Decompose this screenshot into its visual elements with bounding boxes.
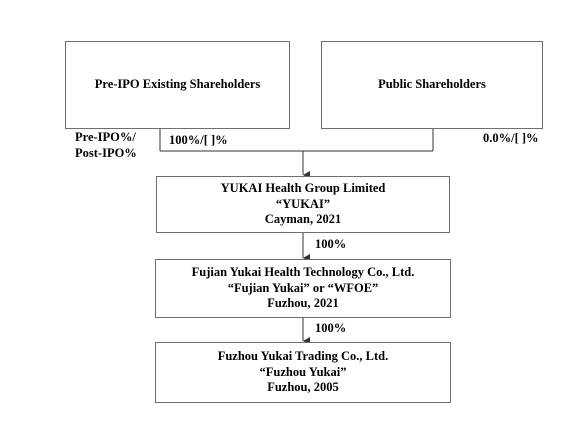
ownership-legend: Pre-IPO%/ Post-IPO% (75, 130, 137, 161)
entity-box-fujian-yukai: Fujian Yukai Health Technology Co., Ltd.… (155, 259, 451, 318)
legend-line-1: Pre-IPO%/ (75, 130, 136, 144)
entity-short-name: “Fuzhou Yukai” (259, 364, 347, 379)
entity-box-yukai: YUKAI Health Group Limited “YUKAI” Cayma… (156, 176, 450, 233)
link-percentage-1: 100% (315, 237, 347, 251)
link-percentage-2: 100% (315, 321, 347, 335)
entity-short-name: “Fujian Yukai” or “WFOE” (227, 280, 379, 295)
entity-name: Fuzhou Yukai Trading Co., Ltd. (217, 349, 389, 364)
public-shareholders-box: Public Shareholders (321, 41, 543, 129)
pre-ipo-shareholders-box: Pre-IPO Existing Shareholders (65, 41, 290, 129)
entity-box-fuzhou-yukai: Fuzhou Yukai Trading Co., Ltd. “Fuzhou Y… (155, 342, 451, 403)
entity-name: YUKAI Health Group Limited (220, 181, 386, 196)
pre-ipo-shareholders-label: Pre-IPO Existing Shareholders (94, 77, 261, 92)
entity-location: Fuzhou, 2005 (267, 380, 339, 395)
legend-line-2: Post-IPO% (75, 145, 137, 160)
entity-short-name: “YUKAI” (275, 196, 331, 211)
entity-name: Fujian Yukai Health Technology Co., Ltd. (191, 265, 415, 280)
entity-location: Cayman, 2021 (264, 212, 342, 227)
public-shareholders-label: Public Shareholders (378, 77, 486, 92)
public-percentage: 0.0%/[ ]% (483, 131, 539, 145)
pre-ipo-percentage: 100%/[ ]% (169, 133, 228, 147)
entity-location: Fuzhou, 2021 (267, 296, 339, 311)
